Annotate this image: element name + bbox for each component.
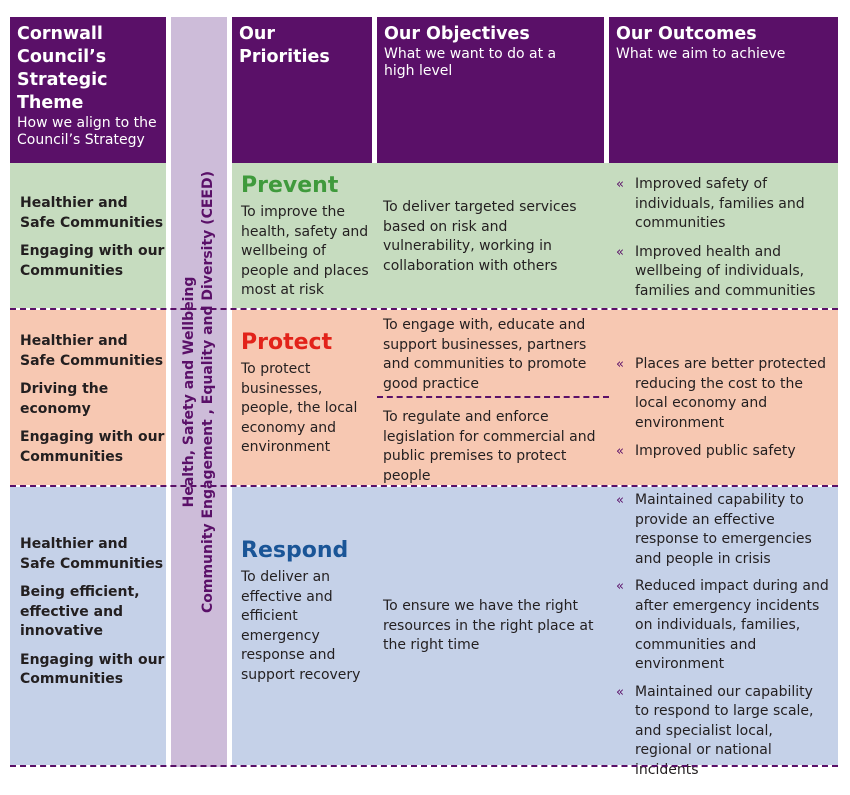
outcomes-list: « Maintained capability to provide an eff… (611, 491, 830, 780)
bullet-icon: « (616, 357, 624, 372)
outcome-text: Maintained our capability to respond to … (635, 683, 814, 778)
outcome-text: Improved public safety (635, 443, 796, 459)
bullet-icon: « (616, 244, 624, 260)
theme-item: Engaging with our Communities (20, 243, 165, 279)
priority-text: To improve the health, safety and wellbe… (241, 204, 369, 298)
header-priorities: Our Priorities (232, 17, 372, 163)
header-outcomes: Our Outcomes What we aim to achieve (609, 17, 838, 163)
header-theme: Cornwall Council’s Strategic Theme How w… (10, 17, 166, 163)
objective-text: To regulate and enforce legislation for … (383, 409, 596, 484)
row-prevent-priority: Prevent To improve the health, safety an… (232, 163, 377, 308)
theme-item: Engaging with our Communities (20, 429, 165, 465)
objective-text: To deliver targeted services based on ri… (383, 199, 577, 274)
header-theme-title: Cornwall Council’s Strategic Theme (17, 24, 108, 113)
priority-title-protect: Protect (241, 330, 333, 355)
header-outcomes-subtitle: What we aim to achieve (616, 46, 786, 62)
header-theme-subtitle: How we align to the Council’s Strategy (17, 115, 157, 148)
theme-item: Being efficient, effective and innovativ… (20, 584, 140, 639)
priority-text: To protect businesses, people, the local… (241, 361, 358, 455)
theme-item: Engaging with our Communities (20, 651, 165, 688)
outcome-item: « Improved health and wellbeing of indivi… (611, 243, 830, 302)
objectives-divider (377, 396, 609, 398)
theme-item: Driving the economy (20, 381, 109, 417)
row-respond-priority: Respond To deliver an effective and effi… (232, 487, 377, 765)
outcome-text: Places are better protected reducing the… (635, 356, 827, 431)
outcome-text: Maintained capability to provide an effe… (635, 492, 812, 567)
priority-title-respond: Respond (241, 538, 349, 563)
priority-text: To deliver an effective and efficient em… (241, 569, 361, 683)
outcome-text: Reduced impact during and after emergenc… (635, 578, 829, 672)
header-objectives: Our Objectives What we want to do at a h… (377, 17, 604, 163)
band-line-2: Community Engagement , Equality and Dive… (200, 170, 216, 614)
theme-item: Healthier and Safe Communities (20, 536, 164, 572)
outcome-item: « Maintained capability to provide an eff… (611, 491, 830, 569)
cross-cutting-band-text: Health, Safety and Wellbeing Community E… (180, 171, 218, 613)
objective-text: To engage with, educate and support busi… (383, 317, 587, 392)
theme-item: Healthier and Safe Communities (20, 333, 164, 369)
theme-item: Healthier and Safe Communities (20, 195, 164, 231)
header-outcomes-title: Our Outcomes (616, 24, 757, 44)
outcome-item: « Maintained our capability to respond to… (611, 683, 830, 781)
outcome-text: Improved health and wellbeing of individ… (635, 243, 816, 299)
header-priorities-title: Our Priorities (239, 24, 330, 67)
objective-text: To ensure we have the right resources in… (383, 598, 594, 653)
outcome-item: « Reduced impact during and after emergen… (611, 577, 830, 675)
outcome-text: Improved safety of individuals, families… (635, 176, 805, 231)
bullet-icon: « (616, 684, 624, 700)
outcome-item: « Improved safety of individuals, familie… (611, 175, 830, 234)
row-divider (10, 485, 838, 487)
priority-title-prevent: Prevent (241, 173, 339, 198)
band-line-1: Health, Safety and Wellbeing (181, 276, 197, 508)
cross-cutting-band: Health, Safety and Wellbeing Community E… (171, 17, 227, 767)
bullet-icon: « (616, 177, 624, 192)
header-objectives-subtitle: What we want to do at a high level (384, 46, 557, 79)
row-divider (10, 765, 838, 767)
outcome-item: « Improved public safety (611, 442, 830, 462)
row-respond-outcomes: « Maintained capability to provide an eff… (609, 487, 838, 778)
bullet-icon: « (616, 493, 624, 508)
row-respond-objectives: To ensure we have the right resources in… (377, 487, 609, 765)
row-prevent-outcomes: « Improved safety of individuals, familie… (609, 163, 838, 308)
outcome-item: « Places are better protected reducing th… (611, 355, 830, 433)
row-respond-themes: Healthier and Safe Communities Being eff… (10, 487, 166, 765)
row-protect-priority: Protect To protect businesses, people, t… (232, 310, 377, 485)
bullet-icon: « (616, 444, 624, 459)
header-objectives-title: Our Objectives (384, 24, 530, 44)
outcomes-list: « Improved safety of individuals, familie… (611, 175, 830, 301)
row-divider (10, 308, 838, 310)
row-protect-outcomes: « Places are better protected reducing th… (609, 310, 838, 485)
row-prevent-objectives: To deliver targeted services based on ri… (377, 163, 609, 308)
row-protect-themes: Healthier and Safe Communities Driving t… (10, 310, 166, 485)
bullet-icon: « (616, 579, 624, 594)
row-prevent-themes: Healthier and Safe Communities Engaging … (10, 163, 166, 308)
outcomes-list: « Places are better protected reducing th… (611, 355, 830, 462)
